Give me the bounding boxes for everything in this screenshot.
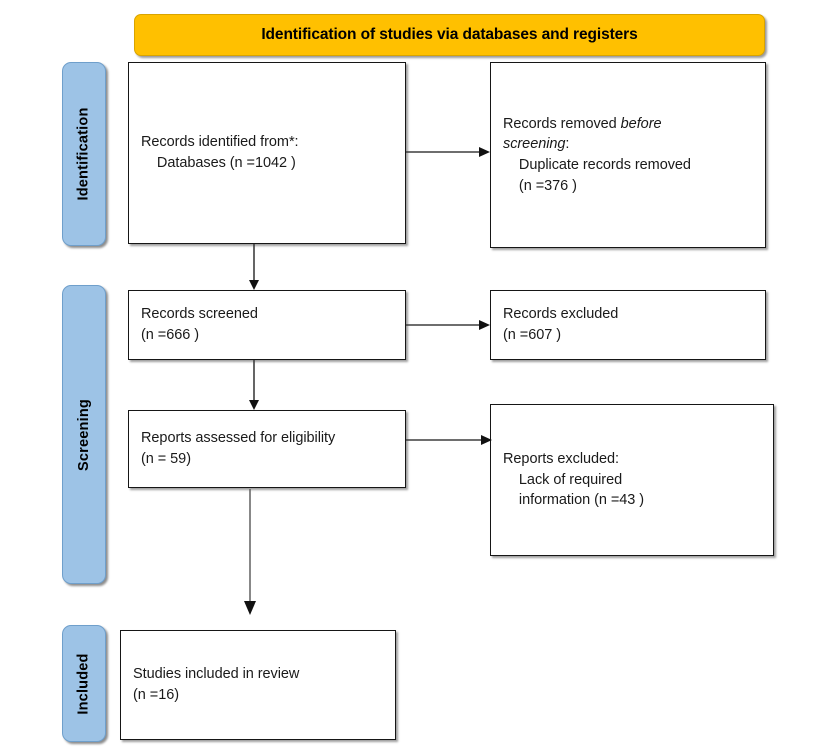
studies-included-line2: (n =16) (133, 687, 179, 703)
phase-label-identification: Identification (62, 62, 106, 246)
box-reports-excluded: Reports excluded: Lack of required infor… (490, 404, 774, 556)
phase-label-text: Included (76, 652, 92, 715)
phase-label-text: Screening (76, 398, 93, 471)
records-screened-line2: (n =666 ) (141, 327, 199, 343)
box-records-excluded-text: Records excluded (n =607 ) (503, 304, 618, 345)
records-screened-line1: Records screened (141, 306, 258, 323)
studies-included-line1: Studies included in review (133, 666, 300, 683)
box-reports-assessed-text: Reports assessed for eligibility (n = 59… (141, 428, 335, 469)
phase-label-text: Identification (76, 107, 92, 201)
box-reports-assessed-eligibility: Reports assessed for eligibility (n = 59… (128, 410, 406, 488)
records-identified-line2: Databases (n =1042 ) (141, 155, 296, 171)
records-removed-line2-em: screening (503, 136, 566, 153)
box-reports-excluded-text: Reports excluded: Lack of required infor… (503, 449, 644, 511)
records-removed-line1-pre: Records removed (503, 115, 621, 132)
box-records-screened-text: Records screened (n =666 ) (141, 304, 258, 345)
box-records-identified-text: Records identified from*: Databases (n =… (141, 132, 299, 173)
banner-identification-header: Identification of studies via databases … (134, 14, 765, 56)
phase-label-included: Included (62, 625, 106, 742)
box-records-screened: Records screened (n =666 ) (128, 290, 406, 360)
arrow-eligibility-to-reports-excluded-icon (406, 434, 494, 446)
reports-excluded-line3: information (n =43 ) (503, 492, 645, 509)
records-removed-line2-post: : (565, 136, 570, 153)
records-removed-line1-em: before (620, 115, 662, 132)
reports-excluded-line1: Reports excluded: (503, 450, 620, 467)
box-records-removed: Records removed before screening: Duplic… (490, 62, 766, 248)
banner-label: Identification of studies via databases … (261, 26, 638, 43)
box-records-excluded: Records excluded (n =607 ) (490, 290, 766, 360)
records-excluded-line2: (n =607 ) (503, 327, 561, 343)
arrow-screened-to-eligibility-icon (248, 360, 260, 412)
records-removed-line4: (n =376 ) (503, 177, 577, 194)
box-studies-included-text: Studies included in review (n =16) (133, 664, 299, 705)
arrow-identified-to-removed-icon (406, 146, 492, 158)
arrow-screened-to-excluded-icon (406, 319, 492, 331)
phase-label-screening: Screening (62, 285, 106, 584)
records-identified-line1: Records identified from*: (141, 134, 299, 151)
box-studies-included: Studies included in review (n =16) (120, 630, 396, 740)
reports-assessed-line2: (n = 59) (141, 451, 191, 467)
box-records-removed-text: Records removed before screening: Duplic… (503, 114, 691, 197)
records-excluded-line1: Records excluded (503, 306, 619, 323)
arrow-identified-to-screened-icon (248, 244, 260, 292)
reports-excluded-line2: Lack of required (503, 471, 623, 488)
reports-assessed-line1: Reports assessed for eligibility (141, 430, 336, 447)
box-records-identified: Records identified from*: Databases (n =… (128, 62, 406, 244)
arrow-eligibility-to-included-icon (243, 489, 257, 617)
records-removed-line3: Duplicate records removed (503, 157, 691, 173)
